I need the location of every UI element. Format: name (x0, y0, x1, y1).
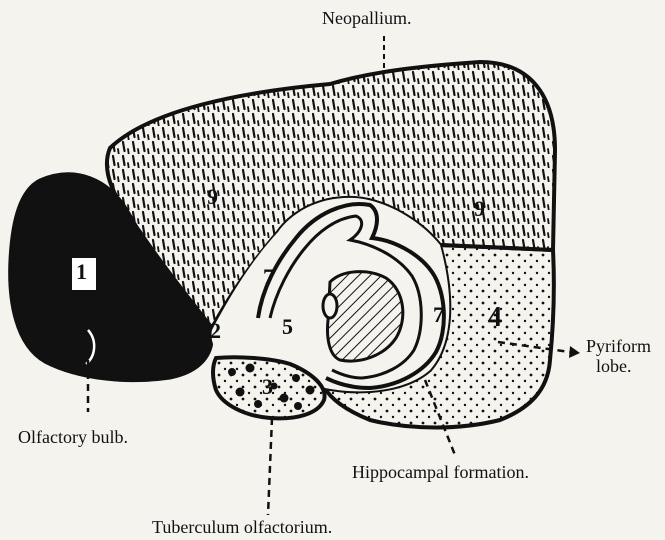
region-number-9-left: 9 (207, 184, 218, 210)
region-number-2: 2 (210, 318, 221, 344)
pyriform-label-line1: Pyriform (586, 336, 651, 356)
neopallium-label: Neopallium. (322, 8, 411, 28)
pyriform-arrowhead (569, 346, 580, 358)
tuberculum-leader (268, 418, 272, 515)
hatched-body-nucleus (323, 294, 337, 318)
region-number-7-left: 7 (263, 264, 274, 290)
region-number-5: 5 (282, 314, 293, 340)
region-number-7-right: 7 (433, 302, 444, 328)
region-number-9-right: 9 (474, 196, 485, 222)
pyriform-label-line2: lobe. (596, 356, 632, 376)
olfactory-bulb-label: Olfactory bulb. (18, 427, 128, 447)
region-number-3: 3 (262, 374, 273, 400)
hippocampal-formation-label: Hippocampal formation. (352, 462, 529, 482)
region-number-1: 1 (76, 259, 87, 285)
region-number-4: 4 (488, 302, 502, 334)
tuberculum-olfactorium-label: Tuberculum olfactorium. (152, 517, 332, 537)
